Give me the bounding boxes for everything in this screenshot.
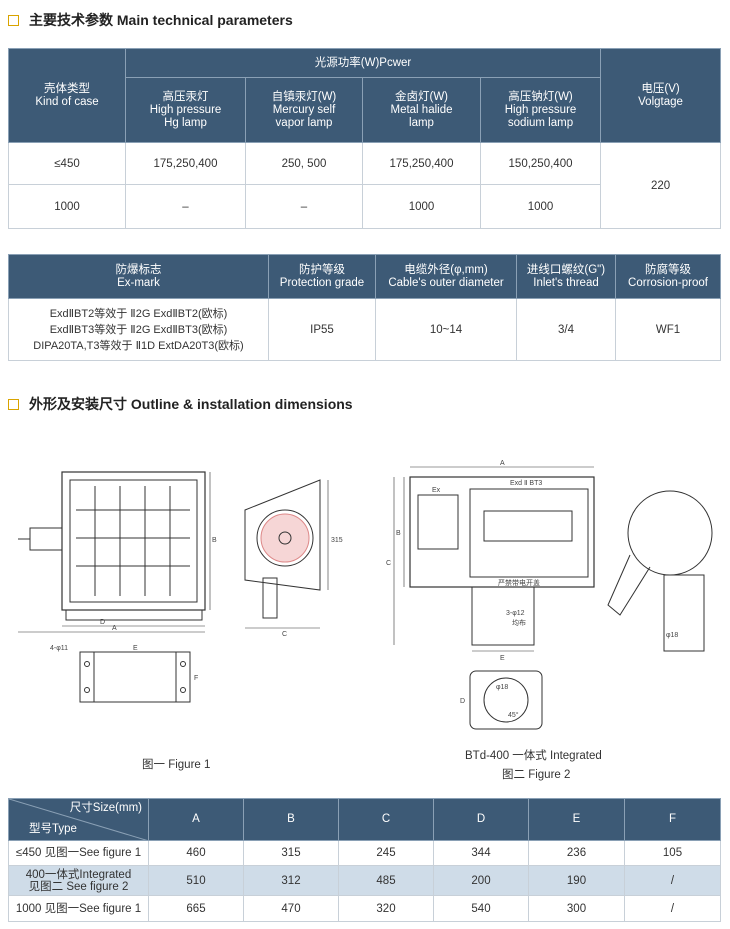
fig1-housing: [61, 471, 206, 611]
svg-text:A: A: [500, 460, 505, 467]
header-lamp-mercury: 自镇汞灯(W)Mercury self vapor lamp: [245, 77, 363, 143]
fig1-side-support: [262, 577, 278, 619]
fig2-nameplate: [417, 494, 459, 550]
fig1-inner-frame: [69, 479, 198, 603]
svg-text:B: B: [212, 537, 217, 544]
section-title-technical: 主要技术参数 Main technical parameters: [8, 10, 293, 30]
table-row: ≤450 见图一See figure 1 460 315 245 344 236…: [8, 840, 721, 866]
svg-text:45°: 45°: [508, 711, 519, 719]
fig1-grid: [76, 486, 190, 596]
fig2-side-support: [663, 574, 705, 652]
fig2-side-circle: [627, 490, 713, 576]
header-cable: 电缆外径(φ,mm)Cable's outer diameter: [375, 254, 517, 299]
fig2-lens: [469, 488, 589, 578]
svg-text:φ18: φ18: [496, 684, 508, 691]
fig1-side-circle: [256, 509, 314, 567]
svg-text:3-φ12: 3-φ12: [506, 610, 525, 617]
svg-text:F: F: [194, 675, 198, 682]
fig1-side-highlight: [260, 513, 310, 563]
table-row: ≤450 175,250,400 250, 500 175,250,400 15…: [8, 142, 722, 229]
table-row: 1000 见图一See figure 1 665 470 320 540 300…: [8, 895, 721, 922]
fig1-base: [65, 609, 203, 621]
header-lamp-sodium: 高压钠灯(W)High pressure sodium lamp: [479, 77, 602, 143]
fig1-side-body: [244, 479, 321, 591]
table-row: 1000 – – 1000 1000: [8, 184, 721, 229]
svg-text:Ex: Ex: [432, 487, 441, 494]
dimensions-table: 尺寸Size(mm) 型号Type A B C D E F ≤450 见图一Se…: [8, 798, 721, 922]
svg-text:均布: 均布: [512, 618, 526, 627]
figure-2-drawing: Ex Exd Ⅱ BT3 严禁带电开盖 3-φ12 均布 A B C E φ18…: [386, 460, 713, 730]
svg-text:C: C: [386, 560, 391, 567]
voltage-value: 220: [600, 142, 722, 229]
fig2-lamp-tube: [483, 510, 573, 542]
fig1-mount-plate: [79, 651, 191, 703]
header-voltage: 电压(V)Volgtage: [600, 48, 722, 143]
square-bullet-icon: [8, 398, 19, 410]
figure-1-caption: 图一 Figure 1: [142, 759, 211, 771]
fig2-base-plate: [469, 670, 543, 730]
svg-text:φ18: φ18: [666, 632, 678, 639]
table-row: 400一体式Integrated 见图二 See figure 2 510 31…: [8, 865, 721, 896]
fig2-pedestal: [471, 586, 535, 646]
fig2-bracket-arm: [607, 554, 651, 616]
header-thread: 进线口螺纹(G")Inlet's thread: [516, 254, 616, 299]
svg-text:E: E: [133, 645, 138, 652]
header-size-type: 尺寸Size(mm) 型号Type: [8, 798, 149, 841]
ex-mark-cell: ExdⅡBT2等效于 Ⅱ2G ExdⅡBT2(欧标) ExdⅡBT3等效于 Ⅱ2…: [8, 298, 269, 361]
figure-2-caption: 图二 Figure 2: [502, 769, 571, 781]
section-title-outline: 外形及安装尺寸 Outline & installation dimension…: [8, 394, 353, 414]
header-power: 光源功率(W)Pcwer: [124, 48, 602, 78]
figure-1-drawing: A D B C 315 4-φ11 E F: [18, 471, 343, 703]
fig1-conduit: [29, 527, 63, 551]
svg-text:315: 315: [331, 537, 343, 544]
svg-text:A: A: [112, 625, 117, 632]
svg-text:严禁带电开盖: 严禁带电开盖: [498, 578, 540, 587]
table-row: ExdⅡBT2等效于 Ⅱ2G ExdⅡBT2(欧标) ExdⅡBT3等效于 Ⅱ2…: [8, 298, 721, 361]
figure-2-caption-model: BTd-400 一体式 Integrated: [465, 750, 602, 762]
square-bullet-icon: [8, 14, 19, 26]
svg-text:C: C: [282, 631, 287, 638]
svg-text:E: E: [500, 655, 505, 662]
svg-text:D: D: [100, 619, 105, 626]
svg-text:B: B: [396, 530, 401, 537]
svg-text:Exd Ⅱ BT3: Exd Ⅱ BT3: [510, 480, 542, 487]
svg-text:4-φ11: 4-φ11: [50, 645, 68, 652]
header-lamp-metal-halide: 金卤灯(W)Metal halide lamp: [362, 77, 481, 143]
svg-text:D: D: [460, 698, 465, 705]
